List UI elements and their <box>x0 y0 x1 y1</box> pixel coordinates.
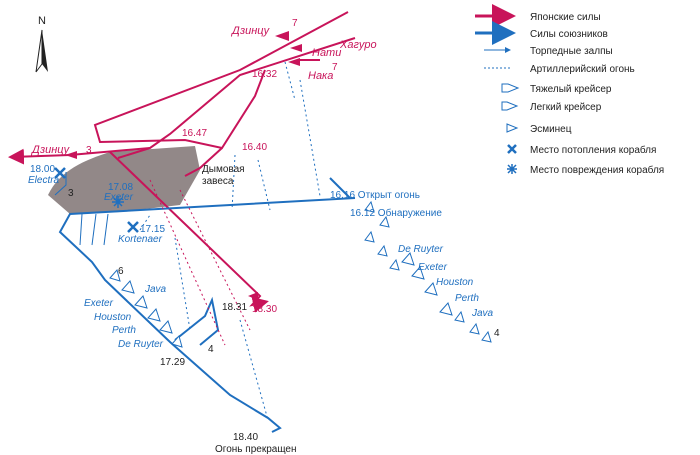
label-t1840: 18.40 <box>233 432 258 443</box>
allied-left-perth: Perth <box>112 325 136 336</box>
label-num-4a: 4 <box>208 344 214 355</box>
allied-ships-left <box>109 268 183 348</box>
light-cruiser-icon <box>501 101 519 111</box>
allied-ships-right <box>364 200 492 343</box>
sunk-cross-icon <box>507 144 517 154</box>
label-t1729: 17.29 <box>160 357 185 368</box>
allied-tracks <box>58 177 356 433</box>
japanese-ships <box>65 31 302 300</box>
label-num-6: 6 <box>118 266 124 277</box>
legend-japanese: Японские силы <box>530 12 601 23</box>
allied-right-perth: Perth <box>455 293 479 304</box>
label-smoke-1: Дымовая <box>202 164 245 175</box>
label-kortenaer: Kortenaer <box>118 234 163 245</box>
label-ceasefire: Огонь прекращен <box>215 444 297 455</box>
legend-heavy-cruiser: Тяжелый крейсер <box>530 84 612 95</box>
label-num-7a: 7 <box>292 18 298 29</box>
allied-left-deruyter: De Ruyter <box>118 339 164 350</box>
smoke-screen-area <box>48 146 200 214</box>
label-t1715: 17.15 <box>140 224 165 235</box>
label-nachi: Нати <box>312 47 341 59</box>
damage-star-icon <box>507 164 517 174</box>
legend-light-cruiser: Легкий крейсер <box>530 102 602 113</box>
allied-branch-lines <box>54 172 109 246</box>
label-haguro: Хагуро <box>339 39 377 51</box>
destroyer-icon <box>506 123 519 133</box>
legend-torpedo: Торпедные залпы <box>530 46 613 57</box>
label-t1831: 18.31 <box>222 302 247 313</box>
legend-allied: Силы союзников <box>530 29 608 40</box>
label-jintsu-left: Дзинцу <box>30 144 71 156</box>
legend-sunk: Место потопления корабля <box>530 144 656 156</box>
label-t1616: 16.16 Открыт огонь <box>330 190 420 201</box>
fire-lines <box>139 61 321 421</box>
red-fire-lines <box>149 179 251 346</box>
sunk-kortenaer-icon <box>127 221 139 233</box>
legend-destroyer: Эсминец <box>530 124 572 135</box>
label-t1708: 17.08 <box>108 182 133 193</box>
japanese-tracks <box>8 11 356 313</box>
label-electra: Electra <box>28 175 60 186</box>
allied-left-houston: Houston <box>94 312 132 323</box>
allied-right-exeter: Exeter <box>418 262 448 273</box>
heavy-cruiser-icon <box>501 83 520 93</box>
label-t1647: 16.47 <box>182 128 207 139</box>
north-letter: N <box>38 15 46 27</box>
label-num-3a: 3 <box>86 145 92 156</box>
label-num-7b: 7 <box>332 62 338 73</box>
legend-damage: Место повреждения корабля <box>530 164 664 176</box>
label-t1640: 16.40 <box>242 142 267 153</box>
label-exeter-dmg: Exeter <box>104 192 134 203</box>
label-t1612: 16.12 Обнаружение <box>350 207 442 219</box>
label-naka: Нака <box>308 70 333 82</box>
label-t1800: 18.00 <box>30 164 55 175</box>
legend: Японские силы Силы союзников Торпедные з… <box>475 4 664 176</box>
label-smoke-2: завеса <box>202 176 234 187</box>
label-jintsu-top: Дзинцу <box>230 25 271 37</box>
label-num-3b: 3 <box>68 188 74 199</box>
allied-right-java: Java <box>471 308 494 319</box>
damage-exeter-icon <box>112 196 124 208</box>
allied-left-java: Java <box>144 284 167 295</box>
label-t1632: 16.32 <box>252 69 277 80</box>
legend-artillery: Артиллерийский огонь <box>530 64 635 75</box>
label-t1830: 18.30 <box>252 304 277 315</box>
allied-right-deruyter: De Ruyter <box>398 244 444 255</box>
north-arrow-icon: N <box>35 15 48 73</box>
sunk-electra-icon <box>54 167 66 179</box>
allied-left-exeter: Exeter <box>84 298 114 309</box>
allied-right-houston: Houston <box>436 277 474 288</box>
label-num-4b: 4 <box>494 328 500 339</box>
